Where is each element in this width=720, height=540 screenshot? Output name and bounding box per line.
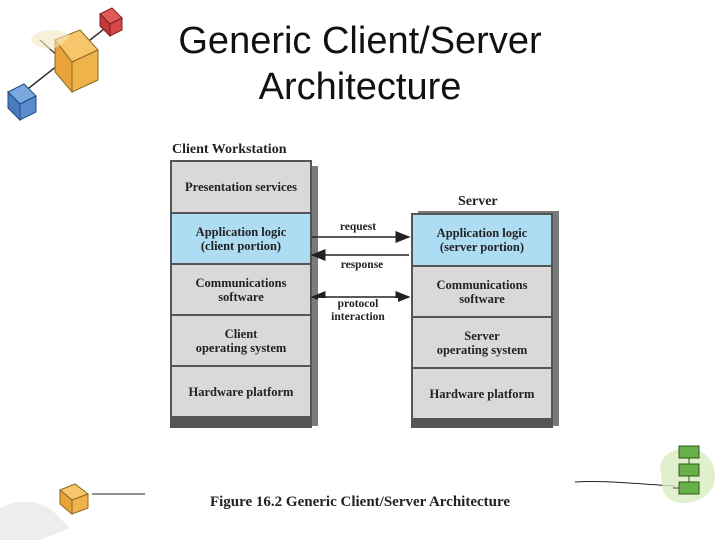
server-layer-highlight: Application logic (server portion) [413, 215, 551, 265]
client-layer-highlight: Application logic (client portion) [172, 214, 310, 263]
server-stack-shadow [551, 218, 559, 426]
protocol-label: protocol interaction [318, 298, 398, 324]
server-layer: Server operating system [413, 318, 551, 367]
response-label: response [340, 259, 384, 271]
server-title: Server [458, 194, 498, 209]
client-layer: Communications software [172, 265, 310, 314]
hand-cube-clipart-icon [0, 483, 145, 540]
client-layer: Hardware platform [172, 367, 310, 416]
client-layer: Client operating system [172, 316, 310, 365]
client-title: Client Workstation [172, 142, 287, 157]
cubes-clipart-icon [7, 7, 123, 122]
slide-title: Generic Client/Server Architecture [178, 20, 542, 108]
client-stack: Presentation services Application logic … [170, 160, 312, 428]
client-layer: Presentation services [172, 162, 310, 212]
figure-caption: Figure 16.2 Generic Client/Server Archit… [209, 494, 511, 510]
server-layer: Communications software [413, 267, 551, 316]
server-layer: Hardware platform [413, 369, 551, 418]
green-blocks-clipart-icon [575, 445, 715, 503]
request-label: request [339, 221, 377, 233]
server-stack: Application logic (server portion) Commu… [411, 213, 553, 428]
